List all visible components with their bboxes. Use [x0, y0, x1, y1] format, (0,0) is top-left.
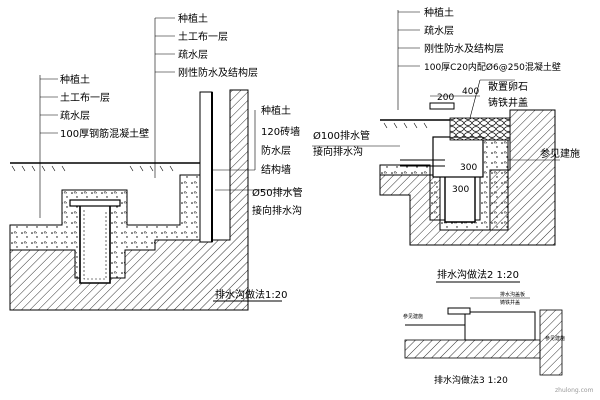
right-cover — [429, 102, 455, 110]
small-cover — [447, 307, 471, 315]
left-lower-label-3: 100厚钢筋混凝土壁 — [60, 127, 149, 140]
left-detail-title: 排水沟做法1:20 — [215, 288, 287, 301]
small-label-0: 排水沟盖板 — [500, 291, 525, 298]
right-stone-label-1: 铸铁井盖 — [488, 96, 528, 109]
left-upper-label-3: 刚性防水及结构层 — [178, 66, 258, 79]
right-pipe-label-1: 接向排水沟 — [313, 145, 363, 158]
right-gravel — [449, 117, 511, 141]
small-detail-title: 排水沟做法3 1:20 — [434, 374, 508, 386]
right-stone-label-0: 散置卵石 — [488, 80, 528, 93]
left-drain-channel — [79, 205, 111, 284]
watermark: zhulong.com — [555, 387, 594, 394]
right-pipe-label-0: Ø100排水管 — [313, 129, 370, 142]
left-wall-label-2: 防水层 — [261, 144, 291, 157]
right-top-label-0: 种植土 — [424, 6, 454, 19]
left-wall-label-0: 种植土 — [261, 104, 291, 117]
small-hatch — [539, 309, 563, 376]
small-base-hatch — [404, 339, 541, 359]
left-wall-label-1: 120砖墙 — [261, 125, 300, 138]
left-pipe-label-0: Ø50排水管 — [252, 186, 303, 199]
right-dim-0: 400 — [462, 87, 479, 97]
right-dim-1: 200 — [437, 93, 454, 103]
left-upper-label-0: 种植土 — [178, 12, 208, 25]
left-upper-label-1: 土工布一层 — [178, 30, 228, 43]
right-dim-3: 300 — [452, 185, 469, 195]
right-dim-2: 300 — [460, 163, 477, 173]
left-brick-wall — [199, 91, 213, 243]
left-wall-label-3: 结构墙 — [261, 163, 291, 176]
small-label-1: 铸铁井盖 — [500, 299, 520, 306]
small-detail: 排水沟盖板 铸铁井盖 参见建施 参见建施 排水沟做法3 1:20 — [403, 291, 565, 386]
small-label-3: 参见建施 — [545, 335, 565, 342]
right-detail-title: 排水沟做法2 1:20 — [437, 268, 519, 281]
small-label-2: 参见建施 — [403, 313, 423, 320]
left-drain-grate — [69, 199, 121, 207]
left-upper-label-2: 疏水层 — [178, 48, 208, 61]
right-pit-box — [432, 136, 484, 178]
left-lower-label-2: 疏水层 — [60, 109, 90, 122]
small-box — [464, 311, 536, 341]
left-lower-label-0: 种植土 — [60, 73, 90, 86]
left-lower-label-1: 土工布一层 — [60, 91, 110, 104]
right-detail: 种植土 疏水层 刚性防水及结构层 100厚C20内配Ø6@250混凝土壁 散置卵… — [312, 6, 580, 283]
left-pipe-label-1: 接向排水沟 — [252, 204, 302, 217]
right-top-label-3: 100厚C20内配Ø6@250混凝土壁 — [424, 61, 561, 73]
left-detail: 种植土 土工布一层 疏水层 刚性防水及结构层 种植土 土工布一层 疏水层 100… — [9, 12, 303, 311]
right-top-label-1: 疏水层 — [424, 24, 454, 37]
right-ref-label: 参见建施 — [540, 147, 580, 160]
right-top-label-2: 刚性防水及结构层 — [424, 42, 504, 55]
